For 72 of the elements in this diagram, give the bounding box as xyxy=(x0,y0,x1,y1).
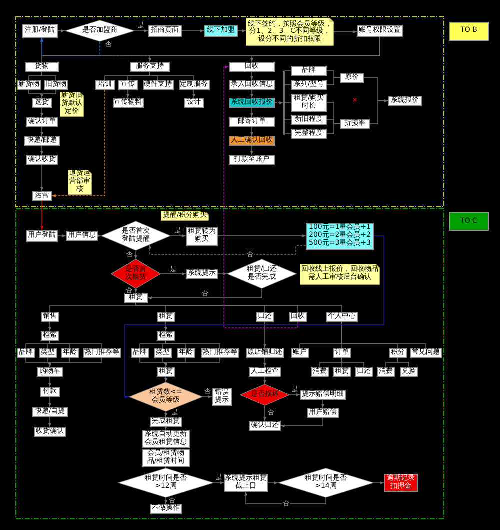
connector-line xyxy=(136,302,342,312)
arrow xyxy=(148,288,262,300)
connector-line xyxy=(284,84,292,86)
arrow xyxy=(290,393,300,397)
arrow xyxy=(268,481,278,485)
arrow xyxy=(182,29,204,33)
arrow xyxy=(238,29,246,33)
arrow xyxy=(124,236,384,399)
arrow xyxy=(274,101,284,105)
arrow xyxy=(58,29,66,33)
arrow xyxy=(214,481,224,485)
arrow xyxy=(370,99,388,124)
arrow xyxy=(134,29,148,33)
arrow xyxy=(218,234,306,238)
arrow xyxy=(192,90,196,98)
connector-line xyxy=(326,78,340,86)
arrow xyxy=(263,406,267,422)
arrow xyxy=(164,498,168,504)
connector-line xyxy=(398,358,410,368)
arrow xyxy=(263,322,267,348)
arrow xyxy=(250,36,380,62)
arrow xyxy=(40,108,44,118)
arrow xyxy=(224,65,298,328)
arrow xyxy=(202,395,212,399)
connector-line xyxy=(284,70,292,72)
arrow xyxy=(250,108,254,118)
arrow xyxy=(250,90,254,98)
arrow xyxy=(170,234,186,238)
connector-line xyxy=(42,72,56,80)
arrow xyxy=(321,400,325,408)
arrow xyxy=(48,358,102,368)
arrow xyxy=(164,358,220,368)
connector-line xyxy=(26,340,50,348)
connector-line xyxy=(50,340,102,348)
arrow xyxy=(58,234,66,238)
arrow xyxy=(48,376,52,388)
arrow xyxy=(40,146,44,156)
arrow xyxy=(244,492,326,504)
connector-line xyxy=(342,358,364,368)
connector-line xyxy=(166,340,220,348)
arrow xyxy=(40,164,44,192)
arrow xyxy=(250,126,254,136)
arrow xyxy=(280,418,324,428)
connector-line xyxy=(342,322,426,348)
arrow xyxy=(97,234,102,238)
arrow xyxy=(164,426,168,430)
arrow xyxy=(134,250,138,260)
connector-line xyxy=(284,102,292,103)
arrow xyxy=(48,322,52,332)
arrow xyxy=(48,416,52,428)
arrow xyxy=(48,396,52,408)
arrow xyxy=(148,244,306,255)
arrow xyxy=(40,90,56,98)
arrow xyxy=(160,272,186,276)
connector-line xyxy=(162,340,166,348)
arrow xyxy=(263,376,267,384)
arrow xyxy=(250,72,254,80)
arrow xyxy=(374,481,384,485)
arrow xyxy=(164,412,168,418)
arrow xyxy=(263,358,267,368)
arrow xyxy=(134,288,138,294)
arrow xyxy=(250,146,254,156)
connector-line xyxy=(50,302,136,312)
arrow xyxy=(126,90,130,98)
arrow xyxy=(40,126,44,136)
arrow xyxy=(334,30,358,34)
connector-line xyxy=(326,124,340,134)
arrow xyxy=(164,376,168,382)
arrow xyxy=(40,200,44,230)
arrow xyxy=(218,272,228,276)
arrow xyxy=(52,90,106,198)
arrow xyxy=(164,322,168,332)
